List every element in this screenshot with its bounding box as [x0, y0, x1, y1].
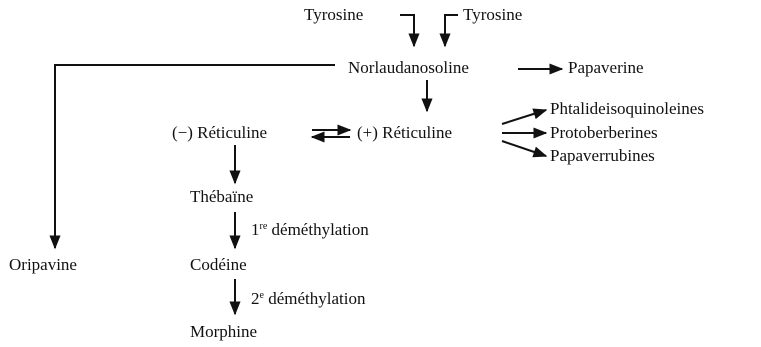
step-second-label: déméthylation: [268, 289, 366, 308]
arrow-tyrosine-left-to-norlaudanosoline: [400, 14, 420, 48]
arrow-reticuline-to-phtalideisoquinoleines: [501, 108, 548, 125]
node-protoberberines: Protoberberines: [550, 123, 658, 142]
node-morphine: Morphine: [190, 322, 258, 341]
node-oripavine: Oripavine: [9, 255, 77, 274]
node-tyrosine-left: Tyrosine: [304, 5, 364, 24]
node-reticuline-plus: (+) Réticuline: [357, 123, 453, 142]
step-first-ordinal: 1: [251, 220, 260, 239]
step-second-ordinal: 2: [251, 289, 260, 308]
step-second-demethylation: 2e déméthylation: [251, 289, 365, 309]
node-papaverrubines: Papaverrubines: [550, 146, 655, 165]
node-phtalideisoquinoleines: Phtalideisoquinoleines: [550, 99, 704, 118]
arrow-reticuline-to-papaverrubines: [501, 140, 548, 158]
arrow-norlaudanosoline-to-oripavine: [49, 64, 335, 250]
step-first-ordinal-suffix: re: [259, 221, 268, 232]
step-first-label: déméthylation: [271, 220, 369, 239]
node-papaverine: Papaverine: [568, 58, 644, 77]
node-thebaine: Thébaïne: [190, 187, 254, 206]
step-first-demethylation: 1re déméthylation: [251, 220, 369, 240]
node-norlaudanosoline: Norlaudanosoline: [348, 58, 469, 77]
step-second-ordinal-suffix: e: [259, 290, 264, 301]
node-reticuline-minus: (−) Réticuline: [172, 123, 268, 142]
node-codeine: Codéine: [190, 255, 247, 274]
arrow-tyrosine-right-to-norlaudanosoline: [439, 14, 458, 48]
node-tyrosine-right: Tyrosine: [463, 5, 523, 24]
